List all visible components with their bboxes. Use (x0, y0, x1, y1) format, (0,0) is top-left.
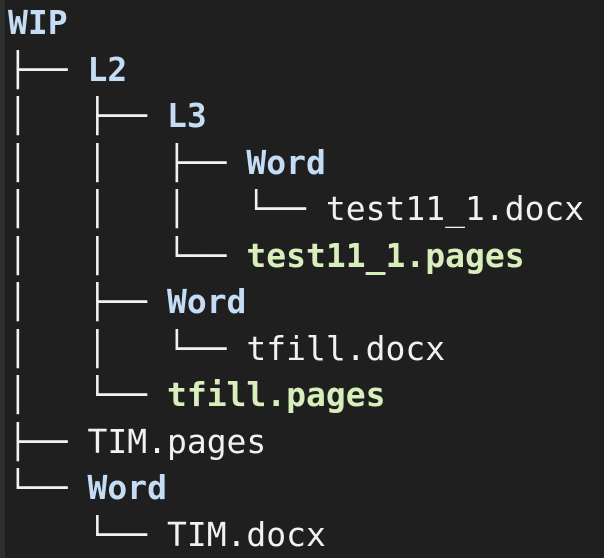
tree-branch-lines: │ │ └── (8, 235, 247, 275)
directory-name: WIP (8, 3, 68, 42)
file-name: tfill.pages (166, 375, 386, 414)
tree-row: WIP (8, 0, 604, 47)
file-name: TIM.pages (87, 421, 267, 461)
tree-row: │ └── tfill.pages (8, 372, 604, 419)
tree-branch-lines: │ │ ├── (8, 142, 247, 182)
tree-row: │ │ └── test11_1.pages (8, 233, 604, 280)
directory-name: Word (87, 468, 167, 507)
tree-branch-lines: │ ├── (8, 96, 167, 135)
tree-row: └── TIM.docx (8, 512, 604, 558)
file-name: test11_1.pages (246, 235, 525, 275)
file-name: test11_1.docx (325, 189, 585, 228)
tree-row: ├── L2 (8, 47, 604, 94)
tree-branch-lines: ├── (8, 49, 88, 89)
file-name: tfill.docx (246, 328, 446, 368)
directory-name: L2 (87, 49, 128, 89)
directory-name: L3 (166, 96, 207, 135)
tree-row: └── Word (8, 465, 604, 512)
tree-branch-lines: │ └── (8, 375, 167, 414)
tree-row: │ │ ├── Word (8, 140, 604, 187)
tree-row: │ ├── Word (8, 279, 604, 326)
tree-branch-lines: └── (8, 468, 88, 507)
directory-name: Word (246, 142, 326, 182)
tree-row: │ ├── L3 (8, 93, 604, 140)
tree-branch-lines: ├── (8, 421, 88, 461)
tree-branch-lines: │ │ └── (8, 328, 247, 368)
tree-branch-lines: │ │ │ └── (8, 189, 326, 228)
tree-row: │ │ └── tfill.docx (8, 326, 604, 373)
tree-branch-lines: └── (8, 514, 167, 554)
tree-row: ├── TIM.pages (8, 419, 604, 466)
directory-name: Word (166, 282, 247, 321)
tree-row: │ │ │ └── test11_1.docx (8, 186, 604, 233)
tree-branch-lines: │ ├── (8, 282, 167, 321)
file-name: TIM.docx (166, 514, 326, 554)
left-edge-strip (0, 0, 5, 558)
